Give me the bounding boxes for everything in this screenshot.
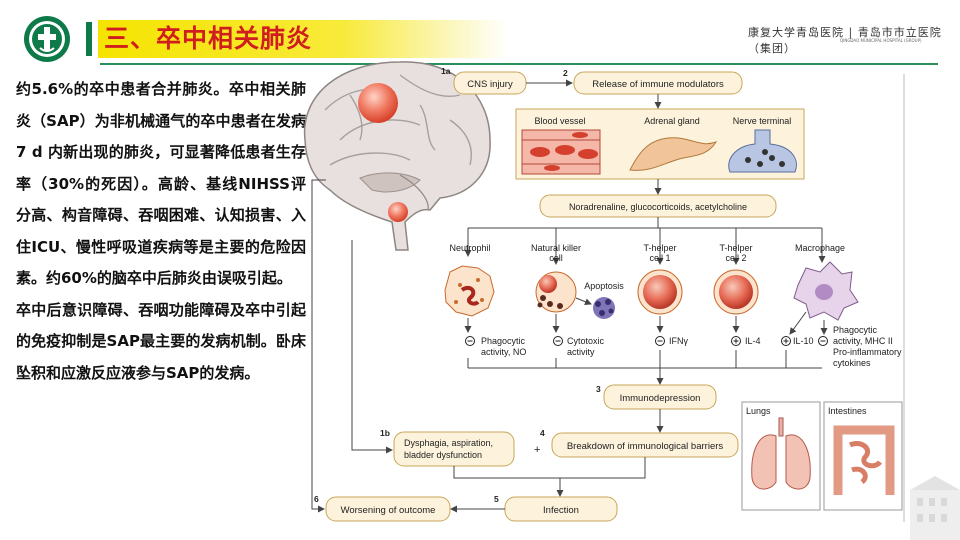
arrow-mac-il10 bbox=[789, 311, 807, 335]
step-2: 2 bbox=[563, 68, 568, 78]
plus-connector: + bbox=[534, 444, 540, 456]
immunodepression-label: Immunodepression bbox=[620, 393, 701, 404]
arrow-breakdown-infection bbox=[560, 457, 646, 479]
nerve-terminal-label: Nerve terminal bbox=[733, 116, 792, 126]
th2-cell bbox=[713, 269, 759, 315]
small-lesion bbox=[388, 202, 408, 222]
mac-out-line3: Pro-inflammatory bbox=[833, 347, 902, 357]
minus-sign-nk bbox=[553, 336, 563, 346]
brain-illustration bbox=[303, 61, 491, 251]
intestines-label: Intestines bbox=[828, 406, 867, 416]
il4-label: IL-4 bbox=[745, 336, 761, 346]
nk-label-line2: cell bbox=[549, 253, 563, 263]
step-1a: 1a bbox=[441, 66, 451, 76]
hospital-logo bbox=[24, 16, 70, 62]
neutrophil-cell bbox=[444, 265, 495, 317]
ifn-label: IFNγ bbox=[669, 336, 688, 346]
nk-cell bbox=[535, 271, 577, 313]
cyto-line2: activity bbox=[567, 347, 595, 357]
worsening-box bbox=[325, 496, 451, 522]
large-lesion bbox=[358, 83, 398, 123]
dysphagia-line1: Dysphagia, aspiration, bbox=[404, 438, 493, 448]
mac-out-line4: cytokines bbox=[833, 358, 871, 368]
th1-cell bbox=[637, 269, 683, 315]
mac-out-line1: Phagocytic bbox=[833, 325, 878, 335]
nk-label-line1: Natural killer bbox=[531, 243, 581, 253]
mediators-label: Noradrenaline, glucocorticoids, acetylch… bbox=[569, 202, 747, 212]
step-1b: 1b bbox=[380, 428, 390, 438]
minus-sign-neutrophil bbox=[465, 336, 475, 346]
th2-label-line1: T-helper bbox=[719, 243, 752, 253]
title-accent-bar bbox=[86, 22, 92, 56]
paragraph-2: 卒中后意识障碍、吞咽功能障碍及卒中引起的免疫抑制是SAP最主要的发病机制。卧床坠… bbox=[16, 300, 306, 382]
macrophage-cell bbox=[793, 261, 859, 321]
th2-label-line2: cell 2 bbox=[725, 253, 746, 263]
worsening-label: Worsening of outcome bbox=[341, 505, 436, 516]
hospital-english-name: QINGDAO MUNICIPAL HOSPITAL (GROUP) bbox=[840, 38, 922, 43]
cyto-line1: Cytotoxic bbox=[567, 336, 605, 346]
step-5: 5 bbox=[494, 494, 499, 504]
lungs-illustration bbox=[751, 417, 811, 490]
blood-vessel-illustration bbox=[521, 129, 601, 175]
dysphagia-line2: bladder dysfunction bbox=[404, 450, 482, 460]
adrenal-gland-illustration bbox=[629, 137, 718, 171]
arrow-brain-dysphagia bbox=[351, 240, 393, 454]
step-6: 6 bbox=[314, 494, 319, 504]
body-text: 约5.6%的卒中患者合并肺炎。卒中相关肺炎（SAP）为非机械通气的卒中患者在发病… bbox=[16, 74, 306, 389]
paragraph-1: 约5.6%的卒中患者合并肺炎。卒中相关肺炎（SAP）为非机械通气的卒中患者在发病… bbox=[16, 80, 306, 287]
apoptosis-label: Apoptosis bbox=[584, 281, 624, 291]
lungs-label: Lungs bbox=[746, 406, 771, 416]
arrow-dysphagia-infection bbox=[453, 466, 564, 497]
intestines-illustration bbox=[833, 425, 895, 495]
minus-sign-mac bbox=[818, 336, 828, 346]
macrophage-label: Macrophage bbox=[795, 243, 845, 253]
blood-vessel-label: Blood vessel bbox=[534, 116, 585, 126]
il10-label: IL-10 bbox=[793, 336, 814, 346]
phago-line1: Phagocytic bbox=[481, 336, 526, 346]
breakdown-label: Breakdown of immunological barriers bbox=[567, 441, 724, 452]
nerve-terminal-illustration bbox=[728, 129, 797, 173]
minus-sign-th1 bbox=[655, 336, 665, 346]
phago-line2: activity, NO bbox=[481, 347, 526, 357]
adrenal-gland-label: Adrenal gland bbox=[644, 116, 700, 126]
th1-label-line1: T-helper bbox=[643, 243, 676, 253]
building-watermark bbox=[910, 476, 960, 540]
arrow-apoptosis bbox=[575, 297, 592, 306]
plus-sign-th2 bbox=[731, 336, 741, 346]
title-highlight-band bbox=[98, 20, 508, 58]
apoptotic-cell bbox=[593, 297, 615, 319]
th1-label-line2: cell 1 bbox=[649, 253, 670, 263]
neutrophil-label: Neutrophil bbox=[449, 243, 490, 253]
cns-injury-label: CNS injury bbox=[467, 79, 513, 90]
slide-title: 三、卒中相关肺炎 bbox=[104, 24, 313, 53]
hospital-name: 康复大学青岛医院 | 青岛市市立医院（集团） bbox=[748, 26, 942, 55]
arrow-brain-worsening bbox=[311, 179, 326, 513]
infection-label: Infection bbox=[543, 505, 579, 516]
step-4: 4 bbox=[540, 428, 545, 438]
header-divider bbox=[100, 63, 938, 65]
step-3: 3 bbox=[596, 384, 601, 394]
release-label: Release of immune modulators bbox=[592, 79, 724, 90]
mac-out-line2: activity, MHC II bbox=[833, 336, 893, 346]
plus-sign-mac bbox=[781, 336, 791, 346]
